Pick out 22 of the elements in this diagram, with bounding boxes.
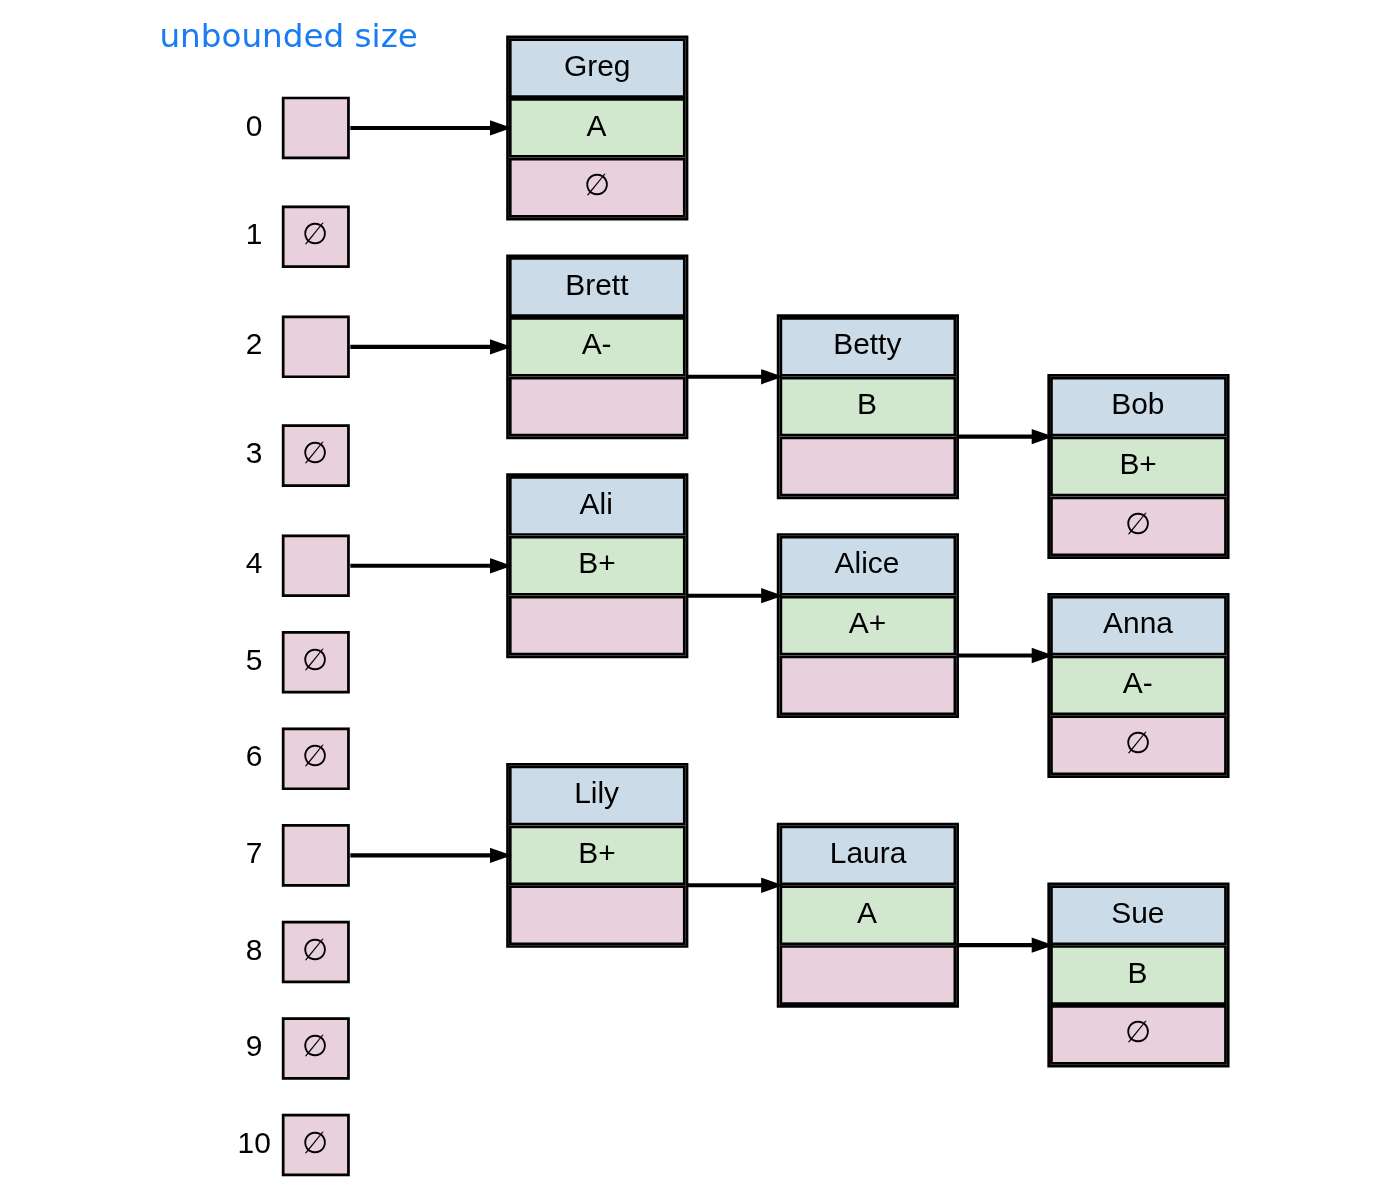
node-label: 0 — [245, 108, 262, 142]
node-label: 10 — [237, 1125, 271, 1159]
label: unbounded size — [158, 16, 418, 55]
arrow — [349, 847, 512, 864]
node-label: 4 — [245, 546, 262, 580]
node-label: 7 — [245, 836, 262, 870]
arrow — [955, 428, 1053, 445]
arrow — [685, 588, 783, 604]
arrow — [955, 647, 1053, 664]
node-label: 3 — [245, 436, 262, 470]
node-label: 6 — [245, 739, 262, 773]
node-label: 5 — [245, 642, 262, 676]
arrow — [685, 369, 783, 385]
arrow — [955, 937, 1054, 953]
node-label: 9 — [245, 1029, 262, 1063]
arrow — [349, 339, 512, 355]
node-label: 1 — [245, 217, 262, 251]
node-label: 2 — [245, 327, 262, 361]
arrow — [349, 120, 512, 136]
node-label: 8 — [245, 932, 262, 966]
arrow — [349, 558, 512, 574]
arrow — [685, 877, 783, 893]
